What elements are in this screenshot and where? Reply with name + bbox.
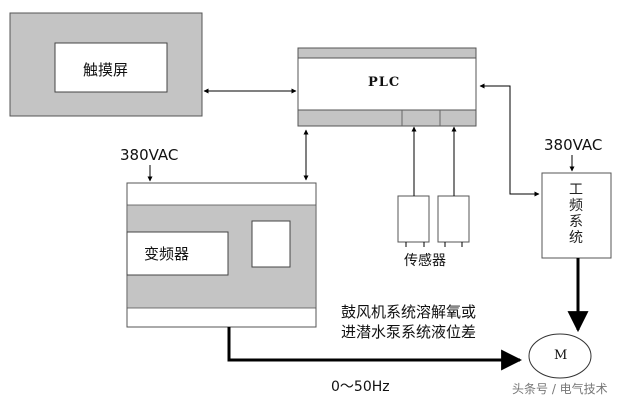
plc-block	[297, 47, 477, 127]
vfd-motor-output	[227, 327, 523, 371]
line-frequency-label: 工 频 系 统	[569, 182, 583, 246]
vfd-block	[126, 182, 317, 328]
line-frequency-supply-label: 380VAC	[544, 136, 603, 154]
touchscreen-block	[9, 12, 203, 117]
watermark: 头条号 / 电气技术	[512, 382, 608, 396]
plc-label: PLC	[368, 75, 401, 90]
line-frequency-char-4: 统	[569, 230, 583, 246]
feedback-note-line1: 鼓风机系统溶解氧或	[341, 303, 477, 321]
touchscreen-label: 触摸屏	[83, 61, 129, 79]
plc-linefreq-link	[479, 83, 540, 197]
sensors-label: 传感器	[404, 253, 446, 269]
vfd-label: 变频器	[144, 245, 190, 263]
frequency-range-label: 0～50Hz	[331, 379, 390, 395]
motor-label: M	[554, 348, 568, 363]
line-frequency-block	[541, 172, 612, 259]
line-frequency-char-3: 系	[569, 214, 583, 230]
line-frequency-char-2: 频	[569, 198, 583, 214]
motor	[528, 333, 592, 379]
sensor-boxes	[397, 195, 470, 247]
line-frequency-char-1: 工	[569, 182, 583, 198]
feedback-note-line2: 进潜水泵系统液位差	[341, 323, 477, 341]
vfd-supply-label: 380VAC	[120, 146, 179, 164]
